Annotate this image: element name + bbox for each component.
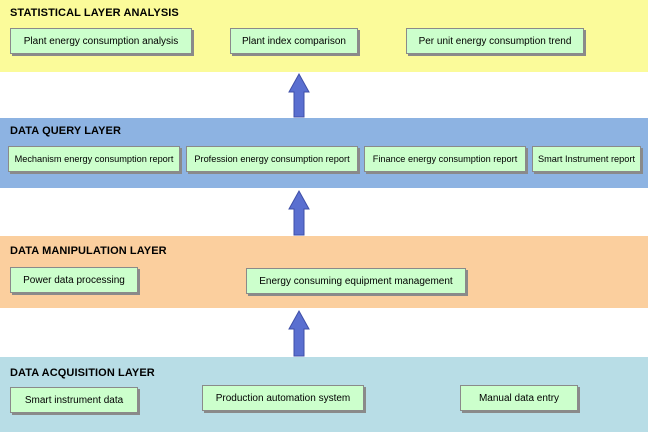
production-automation-box: Production automation system	[202, 385, 364, 411]
data-query-layer: DATA QUERY LAYER Mechanism energy consum…	[0, 118, 648, 188]
manual-data-entry-box: Manual data entry	[460, 385, 578, 411]
data-manipulation-layer-title: DATA MANIPULATION LAYER	[10, 245, 167, 257]
arrow-up-icon	[288, 309, 310, 357]
plant-energy-analysis-box: Plant energy consumption analysis	[10, 28, 192, 54]
per-unit-trend-box: Per unit energy consumption trend	[406, 28, 584, 54]
equipment-management-box: Energy consuming equipment management	[246, 268, 466, 294]
arrow-up-icon	[288, 189, 310, 236]
arrow-up-icon	[288, 72, 310, 118]
plant-index-comparison-box: Plant index comparison	[230, 28, 358, 54]
data-acquisition-layer: DATA ACQUISITION LAYER Smart instrument …	[0, 357, 648, 432]
power-data-processing-box: Power data processing	[10, 267, 138, 293]
data-acquisition-layer-title: DATA ACQUISITION LAYER	[10, 367, 155, 379]
mechanism-report-box: Mechanism energy consumption report	[8, 146, 180, 172]
profession-report-box: Profession energy consumption report	[186, 146, 358, 172]
statistical-layer-title: STATISTICAL LAYER ANALYSIS	[10, 7, 179, 19]
smart-instrument-data-box: Smart instrument data	[10, 387, 138, 413]
smart-instrument-report-box: Smart Instrument report	[532, 146, 641, 172]
data-manipulation-layer: DATA MANIPULATION LAYER Power data proce…	[0, 236, 648, 308]
finance-report-box: Finance energy consumption report	[364, 146, 526, 172]
statistical-layer: STATISTICAL LAYER ANALYSIS Plant energy …	[0, 0, 648, 72]
data-query-layer-title: DATA QUERY LAYER	[10, 125, 122, 137]
